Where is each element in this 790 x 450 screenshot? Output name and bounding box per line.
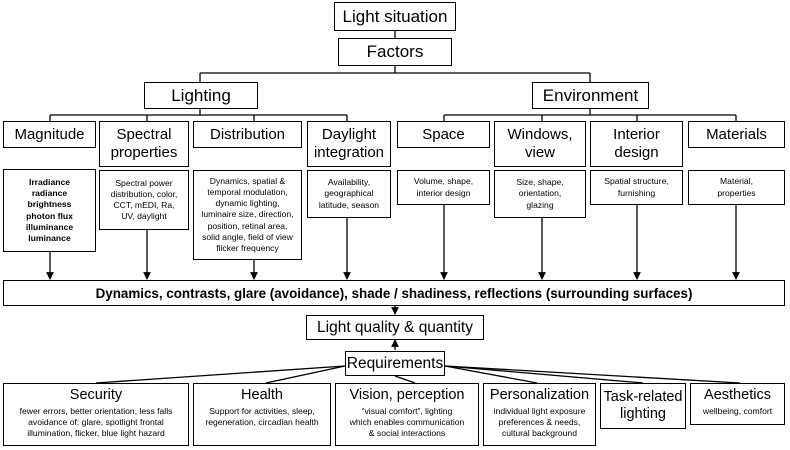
health-desc: Support for activities, sleep, regenerat… [205,406,319,428]
windows-desc: Size, shape, orientation, glazing [516,177,564,210]
windows-view-box: Windows, view [494,121,586,167]
interior-desc: Spatial structure, furnishing [604,176,669,198]
interior-desc-box: Spatial structure, furnishing [590,170,683,205]
personalization-box: Personalization individual light exposur… [483,383,596,446]
space-box: Space [397,121,490,148]
task-related-lighting-title: Task-related lighting [603,389,683,422]
daylight-desc-box: Availability, geographical latitude, sea… [307,170,391,218]
security-box: Security fewer errors, better orientatio… [3,383,189,446]
vision-perception-desc: “visual comfort”, lighting which enables… [349,406,465,439]
spectral-desc-box: Spectral power distribution, color, CCT,… [99,170,189,230]
light-situation-label: Light situation [342,6,448,26]
health-title: Health [241,387,283,403]
personalization-desc: individual light exposure preferences & … [493,406,586,439]
vision-perception-title: Vision, perception [349,387,465,403]
factors-box: Factors [338,38,452,66]
light-situation-box: Light situation [334,2,456,31]
security-title: Security [69,387,123,403]
factors-label: Factors [366,42,424,61]
daylight-integration-label: Daylight integration [313,126,385,161]
aesthetics-title: Aesthetics [704,387,771,403]
materials-label: Materials [706,125,767,143]
environment-group-box: Environment [532,82,649,109]
aesthetics-box: Aesthetics wellbeing, comfort [690,383,785,425]
space-desc-box: Volume, shape, interior design [397,170,490,205]
materials-desc-box: Material, properties [688,170,785,205]
magnitude-desc: Irradiance radiance brightness photon fl… [25,176,74,243]
health-box: Health Support for activities, sleep, re… [193,383,331,446]
interior-design-box: Interior design [590,121,683,167]
space-desc: Volume, shape, interior design [413,176,474,198]
materials-desc: Material, properties [717,176,756,198]
environment-group-label: Environment [542,85,639,105]
distribution-box: Distribution [193,121,302,148]
space-label: Space [422,125,465,143]
distribution-desc: Dynamics, spatial & temporal modulation,… [201,175,294,253]
spectral-desc: Spectral power distribution, color, CCT,… [110,177,178,222]
distribution-desc-box: Dynamics, spatial & temporal modulation,… [193,170,302,260]
magnitude-desc-box: Irradiance radiance brightness photon fl… [3,169,96,252]
aesthetics-desc: wellbeing, comfort [702,406,773,416]
task-related-lighting-box: Task-related lighting [600,383,686,429]
daylight-integration-box: Daylight integration [307,121,391,167]
security-desc: fewer errors, better orientation, less f… [19,406,173,439]
dynamics-bar-label: Dynamics, contrasts, glare (avoidance), … [95,285,693,301]
daylight-desc: Availability, geographical latitude, sea… [318,177,380,210]
materials-box: Materials [688,121,785,148]
magnitude-label: Magnitude [14,125,85,143]
spectral-properties-label: Spectral properties [110,126,178,161]
lighting-group-box: Lighting [144,82,258,109]
interior-design-label: Interior design [613,126,660,161]
light-quality-label: Light quality & quantity [317,318,473,336]
personalization-title: Personalization [489,387,590,403]
distribution-label: Distribution [209,125,286,143]
spectral-properties-box: Spectral properties [99,121,189,167]
vision-perception-box: Vision, perception “visual comfort”, lig… [335,383,479,446]
light-quality-box: Light quality & quantity [306,315,484,340]
requirements-label: Requirements [346,354,444,372]
windows-view-label: Windows, view [507,126,573,161]
requirements-box: Requirements [345,351,445,376]
windows-desc-box: Size, shape, orientation, glazing [494,170,586,218]
magnitude-box: Magnitude [3,121,96,148]
lighting-group-label: Lighting [171,85,231,105]
dynamics-bar: Dynamics, contrasts, glare (avoidance), … [3,280,785,306]
